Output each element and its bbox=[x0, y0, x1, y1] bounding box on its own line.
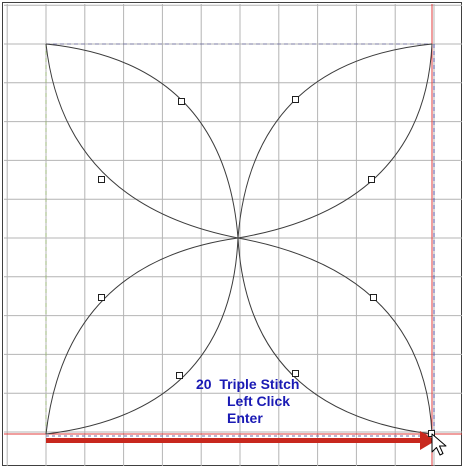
petal-bottom-right-outer bbox=[237, 237, 433, 435]
petal-top-right-inner bbox=[237, 43, 433, 239]
control-point[interactable] bbox=[292, 96, 299, 103]
grid-lines bbox=[4, 4, 462, 466]
instruction-action-2: Enter bbox=[227, 410, 263, 426]
instruction-step-line: 20 Triple Stitch bbox=[196, 376, 299, 392]
control-point[interactable] bbox=[178, 98, 185, 105]
control-point[interactable] bbox=[292, 370, 299, 377]
step-number: 20 bbox=[196, 376, 212, 392]
control-point[interactable] bbox=[98, 176, 105, 183]
control-point[interactable] bbox=[98, 294, 105, 301]
control-points[interactable] bbox=[98, 96, 377, 379]
mouse-pointer-icon bbox=[431, 433, 447, 456]
petal-top-right-outer bbox=[237, 43, 433, 239]
control-point[interactable] bbox=[368, 176, 375, 183]
petal-bottom-right-inner bbox=[237, 237, 433, 435]
control-point[interactable] bbox=[176, 372, 183, 379]
instruction-action-1: Left Click bbox=[227, 393, 291, 409]
control-point[interactable] bbox=[370, 294, 377, 301]
petal-bottom-left-inner bbox=[45, 237, 239, 435]
petal-bottom-left-outer bbox=[45, 237, 239, 435]
right-arrow-icon bbox=[46, 431, 436, 450]
stitch-type: Triple Stitch bbox=[219, 376, 300, 392]
petal-top-left-outer bbox=[45, 43, 239, 239]
petal-top-left-inner bbox=[45, 43, 239, 239]
